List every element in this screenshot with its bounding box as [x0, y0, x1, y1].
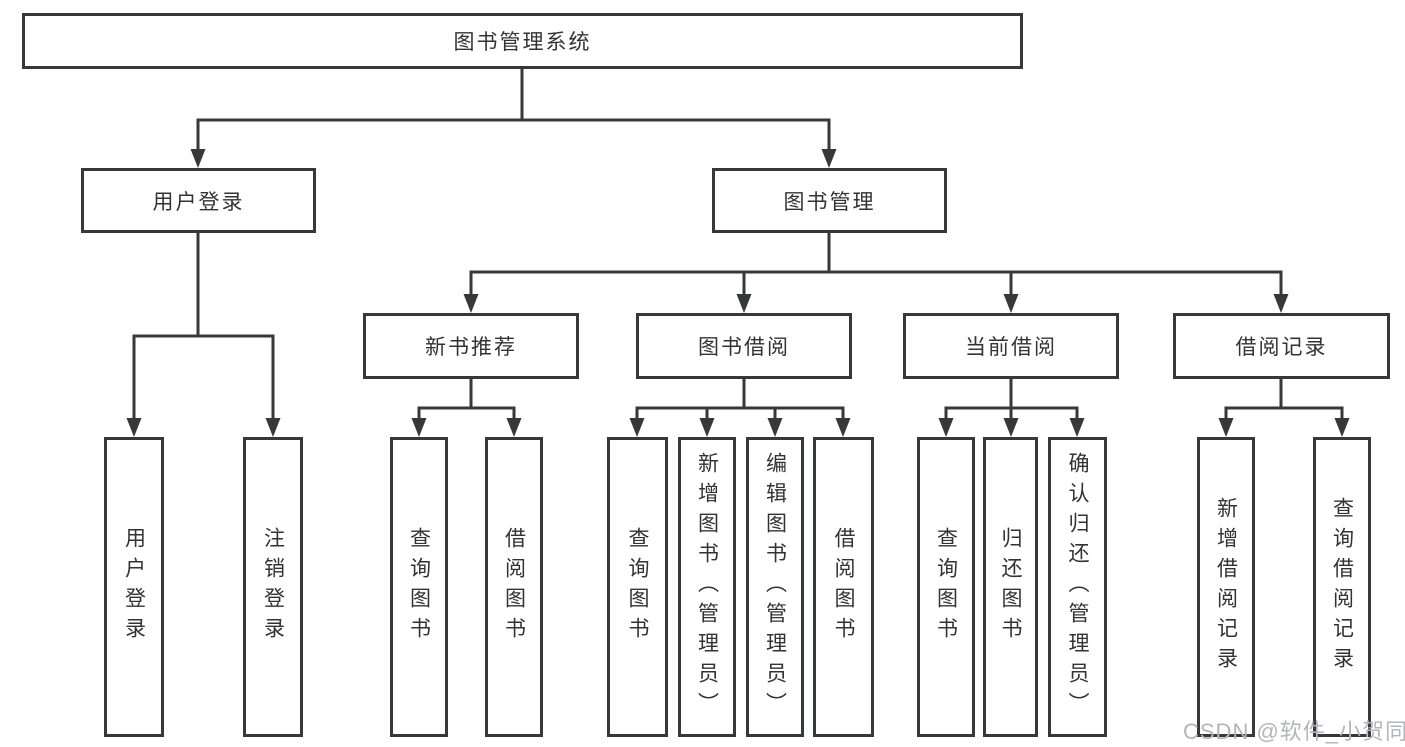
leaf-edit-books-admin: 编辑图书（管理员） [746, 437, 804, 737]
node-book-borrowing: 图书借阅 [636, 313, 852, 379]
edges-new-book-recommend [411, 379, 522, 437]
leaf-logout-login: 注销登录 [243, 437, 303, 737]
leaf-add-books-admin: 新增图书（管理员） [678, 437, 736, 737]
leaf-borrow-books-1: 借阅图书 [485, 437, 543, 737]
leaf-borrow-books-2: 借阅图书 [813, 437, 874, 737]
edges-root [190, 68, 837, 168]
leaf-user-login: 用户登录 [104, 437, 164, 737]
edges-current-borrowing [938, 379, 1085, 437]
csdn-watermark: CSDN @软件_小贺同学 [1183, 719, 1405, 744]
leaf-query-borrow-record: 查询借阅记录 [1313, 437, 1371, 737]
node-book-management: 图书管理 [712, 168, 947, 233]
leaf-query-books-1: 查询图书 [390, 437, 448, 737]
edges-borrowing-records [1218, 379, 1350, 437]
node-user-login: 用户登录 [81, 168, 316, 233]
edges-user-login [126, 233, 281, 437]
node-new-book-recommend: 新书推荐 [363, 313, 579, 379]
node-root: 图书管理系统 [22, 13, 1023, 69]
leaf-add-borrow-record: 新增借阅记录 [1197, 437, 1255, 737]
leaf-query-books-3: 查询图书 [917, 437, 975, 737]
leaf-confirm-return-admin: 确认归还（管理员） [1048, 437, 1107, 737]
leaf-return-books: 归还图书 [983, 437, 1038, 737]
edges-book-management [463, 233, 1289, 313]
node-current-borrowing: 当前借阅 [903, 313, 1119, 379]
leaf-query-books-2: 查询图书 [607, 437, 668, 737]
node-borrowing-records: 借阅记录 [1173, 313, 1390, 379]
edges-book-borrowing [629, 379, 851, 437]
